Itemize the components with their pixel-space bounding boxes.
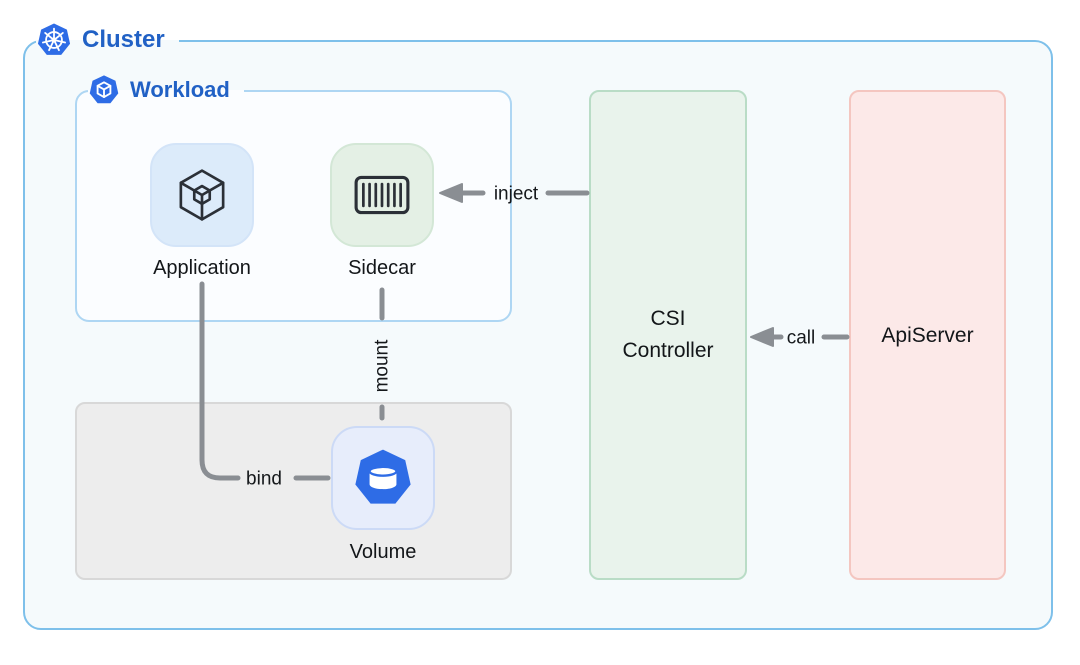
cluster-chip: Cluster xyxy=(36,16,179,64)
csi-controller-label: CSI Controller xyxy=(589,303,747,367)
volume-tile xyxy=(331,426,435,530)
workload-label: Workload xyxy=(130,77,230,102)
sidecar-tile xyxy=(330,143,434,247)
kubernetes-icon xyxy=(36,22,72,58)
apiserver-box xyxy=(849,90,1006,580)
container-icon xyxy=(353,174,411,216)
pod-icon xyxy=(88,74,120,106)
apiserver-label: ApiServer xyxy=(881,324,974,347)
sidecar-label: Sidecar xyxy=(348,257,416,279)
volume-label: Volume xyxy=(349,541,417,563)
application-label: Application xyxy=(153,257,251,279)
application-tile xyxy=(150,143,254,247)
volume-group-box xyxy=(75,402,512,580)
workload-chip: Workload xyxy=(88,68,244,112)
database-icon xyxy=(352,447,414,509)
csi-controller-box xyxy=(589,90,747,580)
csi-controller-label-line2: Controller xyxy=(622,339,714,362)
cluster-label: Cluster xyxy=(82,26,165,53)
cube-icon xyxy=(173,166,231,224)
csi-controller-label-line1: CSI xyxy=(650,307,686,330)
workload-box xyxy=(75,90,512,322)
